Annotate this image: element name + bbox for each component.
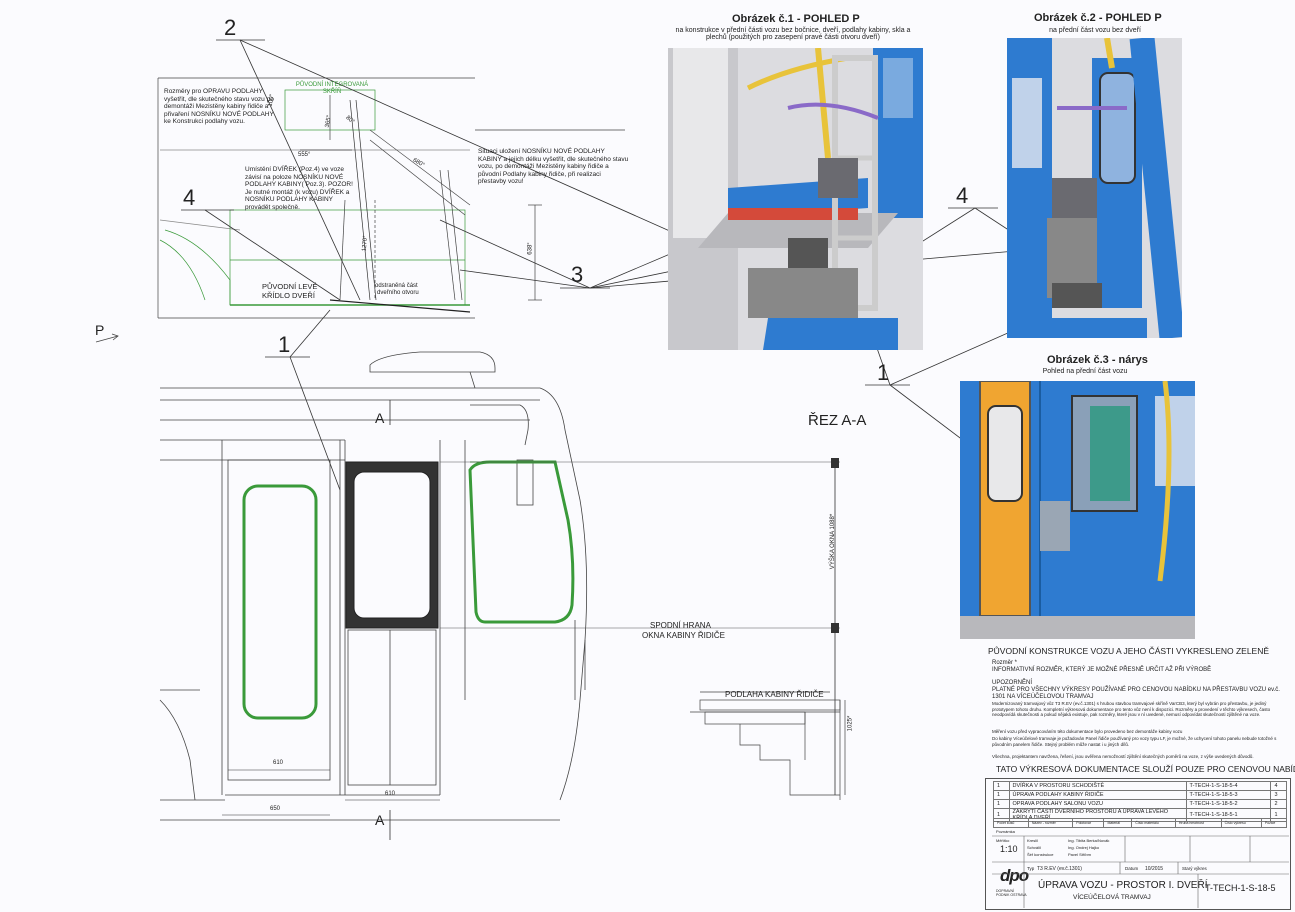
- type-label: Typ: [1027, 866, 1035, 871]
- warning-text: PLATNÉ PRO VŠECHNY VÝKRESY POUŽÍVANÉ PRO…: [992, 687, 1280, 700]
- remarks-label: Poznámka: [996, 829, 1015, 834]
- drew-value: Ing. Tibita Berka/Novák: [1068, 838, 1110, 843]
- figure-2-subtitle: na přední část vozu bez dveří: [1049, 27, 1141, 34]
- figure-1-title: Obrázek č.1 - POHLED P: [732, 13, 860, 25]
- original-green-note: PŮVODNÍ KONSTRUKCE VOZU A JEHO ČÁSTI VYK…: [988, 646, 1270, 656]
- section-a-top: A: [375, 410, 385, 426]
- elevation-drawing: [159, 351, 846, 840]
- checked-value: Ing. Ondrej Hajko: [1068, 845, 1100, 850]
- dim-1025: 1025*: [847, 715, 854, 732]
- type-value: T3 R.EV (ev.č.1301): [1037, 866, 1082, 872]
- table-row: 1 OPRAVA PODLAHY SALONU VOZU T-TECH-1-S-…: [993, 799, 1287, 809]
- drew-label: Kreslil: [1027, 838, 1038, 843]
- parts-pos: 4: [1270, 781, 1287, 791]
- drawing-title: ÚPRAVA VOZU - PROSTOR I. DVEŘÍ: [1038, 880, 1208, 891]
- removed-label-2: dveřního otvoru: [377, 290, 419, 296]
- figure-2-render: [1007, 38, 1182, 338]
- dim-650: 650: [270, 806, 281, 812]
- table-row: Počet kusů Název - rozměr Polotovar Mate…: [993, 818, 1288, 828]
- scale-value: 1:10: [1000, 844, 1018, 854]
- rozmer-label: Rozměr *: [992, 660, 1018, 666]
- left-wing-label-2: KŘÍDLO DVEŘÍ: [262, 291, 315, 300]
- head-value: Pavel Stříbrn: [1068, 852, 1092, 857]
- parts-header: Počet kusů Název - rozměr Polotovar Mate…: [993, 818, 1288, 828]
- header-cell: Počet kusů: [993, 818, 1029, 828]
- header-cell: Číslo materiálu: [1131, 818, 1176, 828]
- drawing-number: T-TECH-1-S-18-5: [1205, 883, 1276, 893]
- dim-1270: 1270°: [361, 235, 370, 252]
- dim-555: 555°: [298, 152, 311, 158]
- figure-3-title: Obrázek č.3 - nárys: [1047, 354, 1148, 366]
- bullet-3: Do kabiny Víceúčelové tramvaje je požado…: [992, 736, 1277, 747]
- drawing-subtitle: VÍCEÚČELOVÁ TRAMVAJ: [1073, 894, 1151, 901]
- figure-3-subtitle: Pohled na přední část vozu: [1042, 368, 1128, 375]
- scale-label: Měřítko: [996, 838, 1010, 843]
- bullet-2: Měření vozu před vypracováním této dokum…: [992, 729, 1183, 734]
- detail-drawing: [157, 77, 625, 319]
- figure-1-subtitle: na konstrukce v přední části vozu bez bo…: [675, 27, 911, 41]
- parts-pos: 2: [1270, 799, 1287, 809]
- view-arrow: [95, 333, 119, 343]
- lower-edge-label-2: OKNA KABINY ŘIDIČE: [642, 631, 725, 640]
- callout-4-left: 4: [183, 185, 196, 210]
- company-logo: dpo: [1000, 866, 1029, 885]
- floor-label: PODLAHA KABINY ŘIDIČE: [725, 690, 824, 699]
- parts-code: T-TECH-1-S-18-5-3: [1185, 790, 1272, 800]
- parts-name: DVÍŘKA V PROSTORU SCHODIŠTĚ: [1008, 781, 1187, 791]
- left-wing-label-1: PŮVODNÍ LEVÉ: [262, 282, 318, 291]
- header-cell: Název - rozměr: [1027, 818, 1074, 828]
- parts-code: T-TECH-1-S-18-5-2: [1185, 799, 1272, 809]
- removed-label-1: odstraněná část: [375, 283, 418, 289]
- head-label: Šéf konstrukce: [1027, 852, 1054, 857]
- original-box-label: PŮVODNÍ INTEGROVANÁ SKŘÍŇ: [295, 82, 369, 95]
- header-cell: Číslo výkresu: [1220, 818, 1262, 828]
- callout-2: 2: [224, 15, 237, 40]
- note-repair: Rozměry pro OPRAVU PODLAHY vyšetřit, dle…: [164, 88, 274, 125]
- note-door: Umístění DVÍŘEK (Poz.4) ve voze závisí n…: [245, 166, 353, 211]
- note-placement: Situaci uložení NOSNÍKU NOVÉ PODLAHY KAB…: [478, 148, 629, 185]
- table-row: 1 DVÍŘKA V PROSTORU SCHODIŠTĚ T-TECH-1-S…: [993, 781, 1287, 791]
- old-drawing-label: Starý výkres: [1182, 866, 1207, 871]
- section-title: ŘEZ A-A: [808, 412, 867, 429]
- figure-2-title: Obrázek č.2 - POHLED P: [1034, 12, 1162, 24]
- figure-1-render: [668, 48, 923, 350]
- header-cell: Hrubá hmotnost: [1174, 818, 1222, 828]
- header-cell: Materiál: [1103, 818, 1133, 828]
- parts-qty: 1: [993, 790, 1010, 800]
- bullet-1: Modernizovaný tramvajový vůz T3 R.EV (ev…: [992, 701, 1271, 718]
- dim-610-left: 610: [273, 760, 284, 766]
- company-name: DOPRAVNÍ PODNIK OSTRAVA: [996, 889, 1027, 897]
- checked-label: Schválil: [1027, 845, 1041, 850]
- date-value: 10/2015: [1145, 866, 1164, 872]
- parts-qty: 1: [993, 781, 1010, 791]
- figure-3-render: [960, 381, 1195, 639]
- callout-3: 3: [571, 262, 584, 287]
- parts-qty: 1: [993, 799, 1010, 809]
- bullet-4: Všechna, projektantem navržena, řešení, …: [992, 754, 1254, 759]
- view-p-label: P: [95, 322, 105, 338]
- warning-title: UPOZORNĚNÍ: [992, 680, 1033, 686]
- leader-lines: [181, 39, 1096, 541]
- lower-edge-label-1: SPODNÍ HRANA: [650, 621, 711, 630]
- callout-1-right: 1: [877, 360, 890, 385]
- parts-name: OPRAVA PODLAHY SALONU VOZU: [1008, 799, 1187, 809]
- header-cell: Polotovar: [1072, 818, 1105, 828]
- date-label: Datum: [1125, 866, 1139, 871]
- table-row: 1 ÚPRAVA PODLAHY KABINY ŘIDIČE T-TECH-1-…: [993, 790, 1287, 800]
- rozmer-text: INFORMATIVNÍ ROZMĚR, KTERÝ JE MOŽNÉ PŘES…: [992, 667, 1212, 673]
- parts-name: ÚPRAVA PODLAHY KABINY ŘIDIČE: [1008, 790, 1187, 800]
- parts-list: 1 DVÍŘKA V PROSTORU SCHODIŠTĚ T-TECH-1-S…: [993, 781, 1287, 822]
- callout-4-right: 4: [956, 183, 969, 208]
- window-height-dim: VÝŠKA OKNA 1088*: [830, 513, 837, 570]
- title-block-frame: [985, 778, 1291, 910]
- dim-638: 638°: [527, 242, 534, 255]
- parts-pos: 3: [1270, 790, 1287, 800]
- dim-610-right: 610: [385, 791, 396, 797]
- header-cell: Pozice: [1260, 818, 1288, 828]
- section-a-bottom: A: [375, 812, 385, 828]
- parts-code: T-TECH-1-S-18-5-4: [1185, 781, 1272, 791]
- callout-1-left: 1: [278, 332, 291, 357]
- offer-only-note: TATO VÝKRESOVÁ DOKUMENTACE SLOUŽÍ POUZE …: [996, 764, 1295, 774]
